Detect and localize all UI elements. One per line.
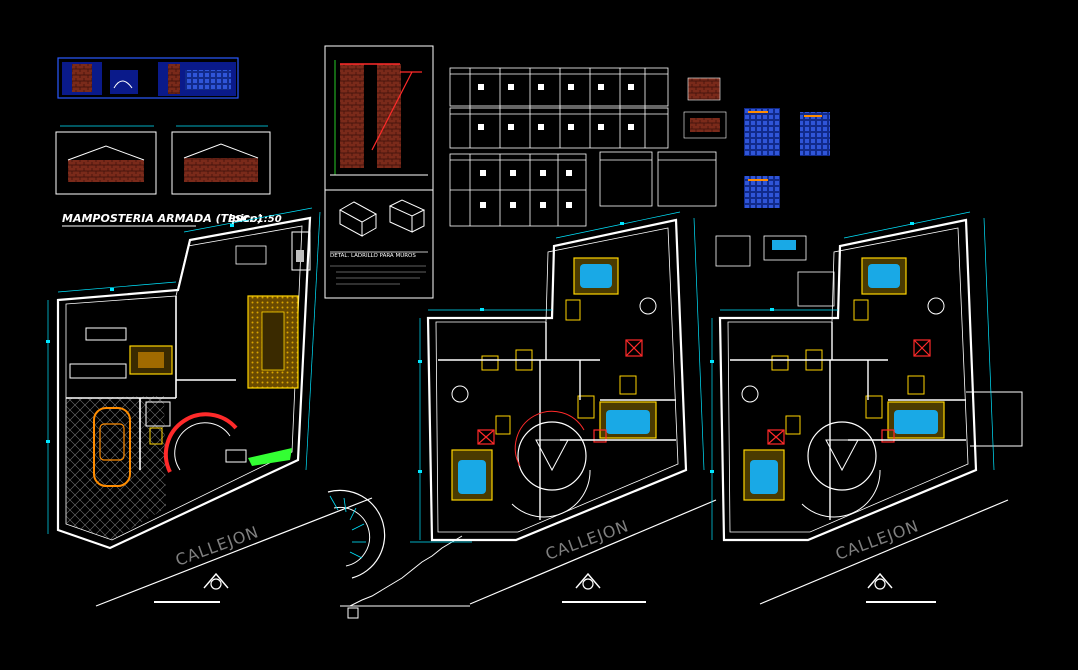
brick-detail-label: DETAL. LADRILLO PARA MUROS bbox=[330, 253, 416, 259]
stair-elevation bbox=[340, 535, 472, 619]
scale-label: ESC: 1:50 bbox=[228, 214, 282, 225]
north-arrow-icon-3 bbox=[867, 572, 893, 590]
spiral-stair-icon bbox=[327, 489, 386, 579]
wall-section-detail: DETAL. LADRILLO PARA MUROS bbox=[324, 45, 434, 299]
north-arrow-icon bbox=[203, 572, 229, 590]
floor-plan-level-2: CALLEJON bbox=[418, 211, 717, 605]
column-schedule-tables bbox=[449, 67, 717, 227]
masonry-detail-sheet: MAMPOSTERIA ARMADA (Tipico) ESC: 1:50 bbox=[55, 57, 282, 227]
floor-plan-ground: CALLEJON bbox=[46, 207, 373, 607]
pool-icon bbox=[573, 257, 619, 295]
north-arrow-icon-2 bbox=[575, 572, 601, 590]
small-detail-blocks bbox=[683, 77, 835, 307]
floor-plan-level-3: CALLEJON bbox=[710, 211, 1023, 605]
car-icon bbox=[93, 407, 131, 487]
masonry-title: MAMPOSTERIA ARMADA (Tipico) bbox=[62, 212, 263, 225]
